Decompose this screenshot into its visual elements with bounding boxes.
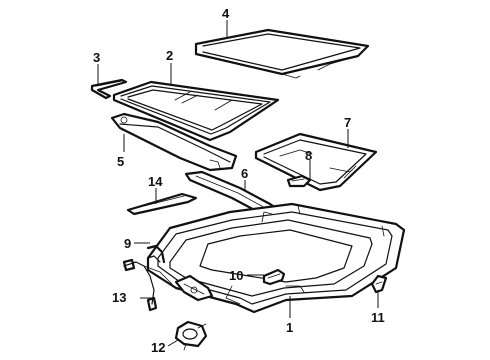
part-11-latch: [370, 274, 388, 294]
callout-12: 12: [151, 340, 165, 355]
part-8-bracket: [286, 174, 312, 188]
callout-11: 11: [371, 310, 385, 325]
part-1-main-frame: [146, 202, 406, 314]
part-5-sunshade: [110, 112, 238, 172]
callout-13: 13: [112, 290, 126, 305]
part-7-shade-frame: [254, 132, 378, 192]
part-13-wiring-harness: [122, 258, 173, 312]
motor-cable-assembly: [174, 274, 214, 302]
callout-9: 9: [124, 236, 131, 251]
callout-7: 7: [344, 115, 351, 130]
part-9-drain-tube: [146, 244, 166, 264]
callout-5: 5: [117, 154, 124, 169]
callout-10: 10: [229, 268, 243, 283]
part-4-glass-panel: [194, 28, 370, 79]
part-2-glass-assembly: [112, 80, 280, 142]
part-3-seal-strip: [90, 78, 128, 100]
callout-6: 6: [241, 166, 248, 181]
part-12-motor: [174, 320, 208, 351]
callout-8: 8: [305, 148, 312, 163]
part-10-relay: [262, 268, 286, 286]
callout-14: 14: [148, 174, 163, 189]
callout-3: 3: [93, 50, 100, 65]
part-14-guide-rail: [126, 192, 198, 216]
callout-4: 4: [222, 6, 230, 21]
callout-1: 1: [286, 320, 293, 335]
callout-2: 2: [166, 48, 173, 63]
callout-labels: 1 2 3 4 5 6 7 8 9 10 11 12 13 14: [93, 6, 385, 355]
leader-lines: [97, 20, 379, 347]
